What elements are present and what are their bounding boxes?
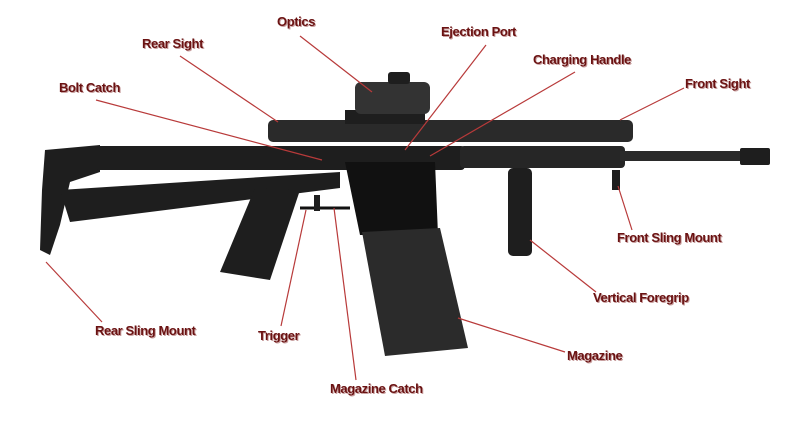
mag-well <box>345 162 438 235</box>
label-front-sight: Front Sight <box>685 76 750 91</box>
leader-ejection-port <box>404 44 487 151</box>
leader-magazine-catch <box>333 207 357 381</box>
leader-rear-sling-mount <box>45 261 103 323</box>
label-rear-sling-mount: Rear Sling Mount <box>95 323 196 338</box>
pistol-grip <box>220 188 300 280</box>
trigger-part <box>314 195 320 211</box>
handguard <box>460 146 625 168</box>
leader-trigger <box>280 209 307 327</box>
leader-vertical-foregrip <box>529 239 597 293</box>
barrel <box>620 151 745 161</box>
optic-turret <box>388 72 410 84</box>
leader-front-sight <box>619 87 685 121</box>
stock-strut <box>60 172 340 222</box>
leader-front-sling-mount <box>617 185 633 231</box>
leader-optics <box>299 35 373 93</box>
foregrip <box>508 168 532 256</box>
leader-magazine <box>457 317 566 353</box>
label-rear-sight: Rear Sight <box>142 36 204 51</box>
leader-lines <box>45 35 685 381</box>
leader-charging-handle <box>429 71 576 157</box>
label-vertical-foregrip: Vertical Foregrip <box>593 290 689 305</box>
magazine <box>362 228 468 356</box>
label-bolt-catch: Bolt Catch <box>59 80 121 95</box>
label-trigger: Trigger <box>258 328 300 343</box>
label-magazine: Magazine <box>567 348 623 363</box>
label-charging-handle: Charging Handle <box>533 52 632 67</box>
label-front-sling-mount: Front Sling Mount <box>617 230 722 245</box>
front-sling-mount-part <box>612 170 620 190</box>
muzzle <box>740 148 770 165</box>
label-magazine-catch: Magazine Catch <box>330 381 423 396</box>
upper-tube <box>268 120 633 142</box>
stock <box>40 145 100 255</box>
leader-rear-sight <box>179 55 279 123</box>
optic-body <box>355 82 430 114</box>
leader-bolt-catch <box>95 99 323 161</box>
label-ejection-port: Ejection Port <box>441 24 516 39</box>
label-optics: Optics <box>277 14 316 29</box>
